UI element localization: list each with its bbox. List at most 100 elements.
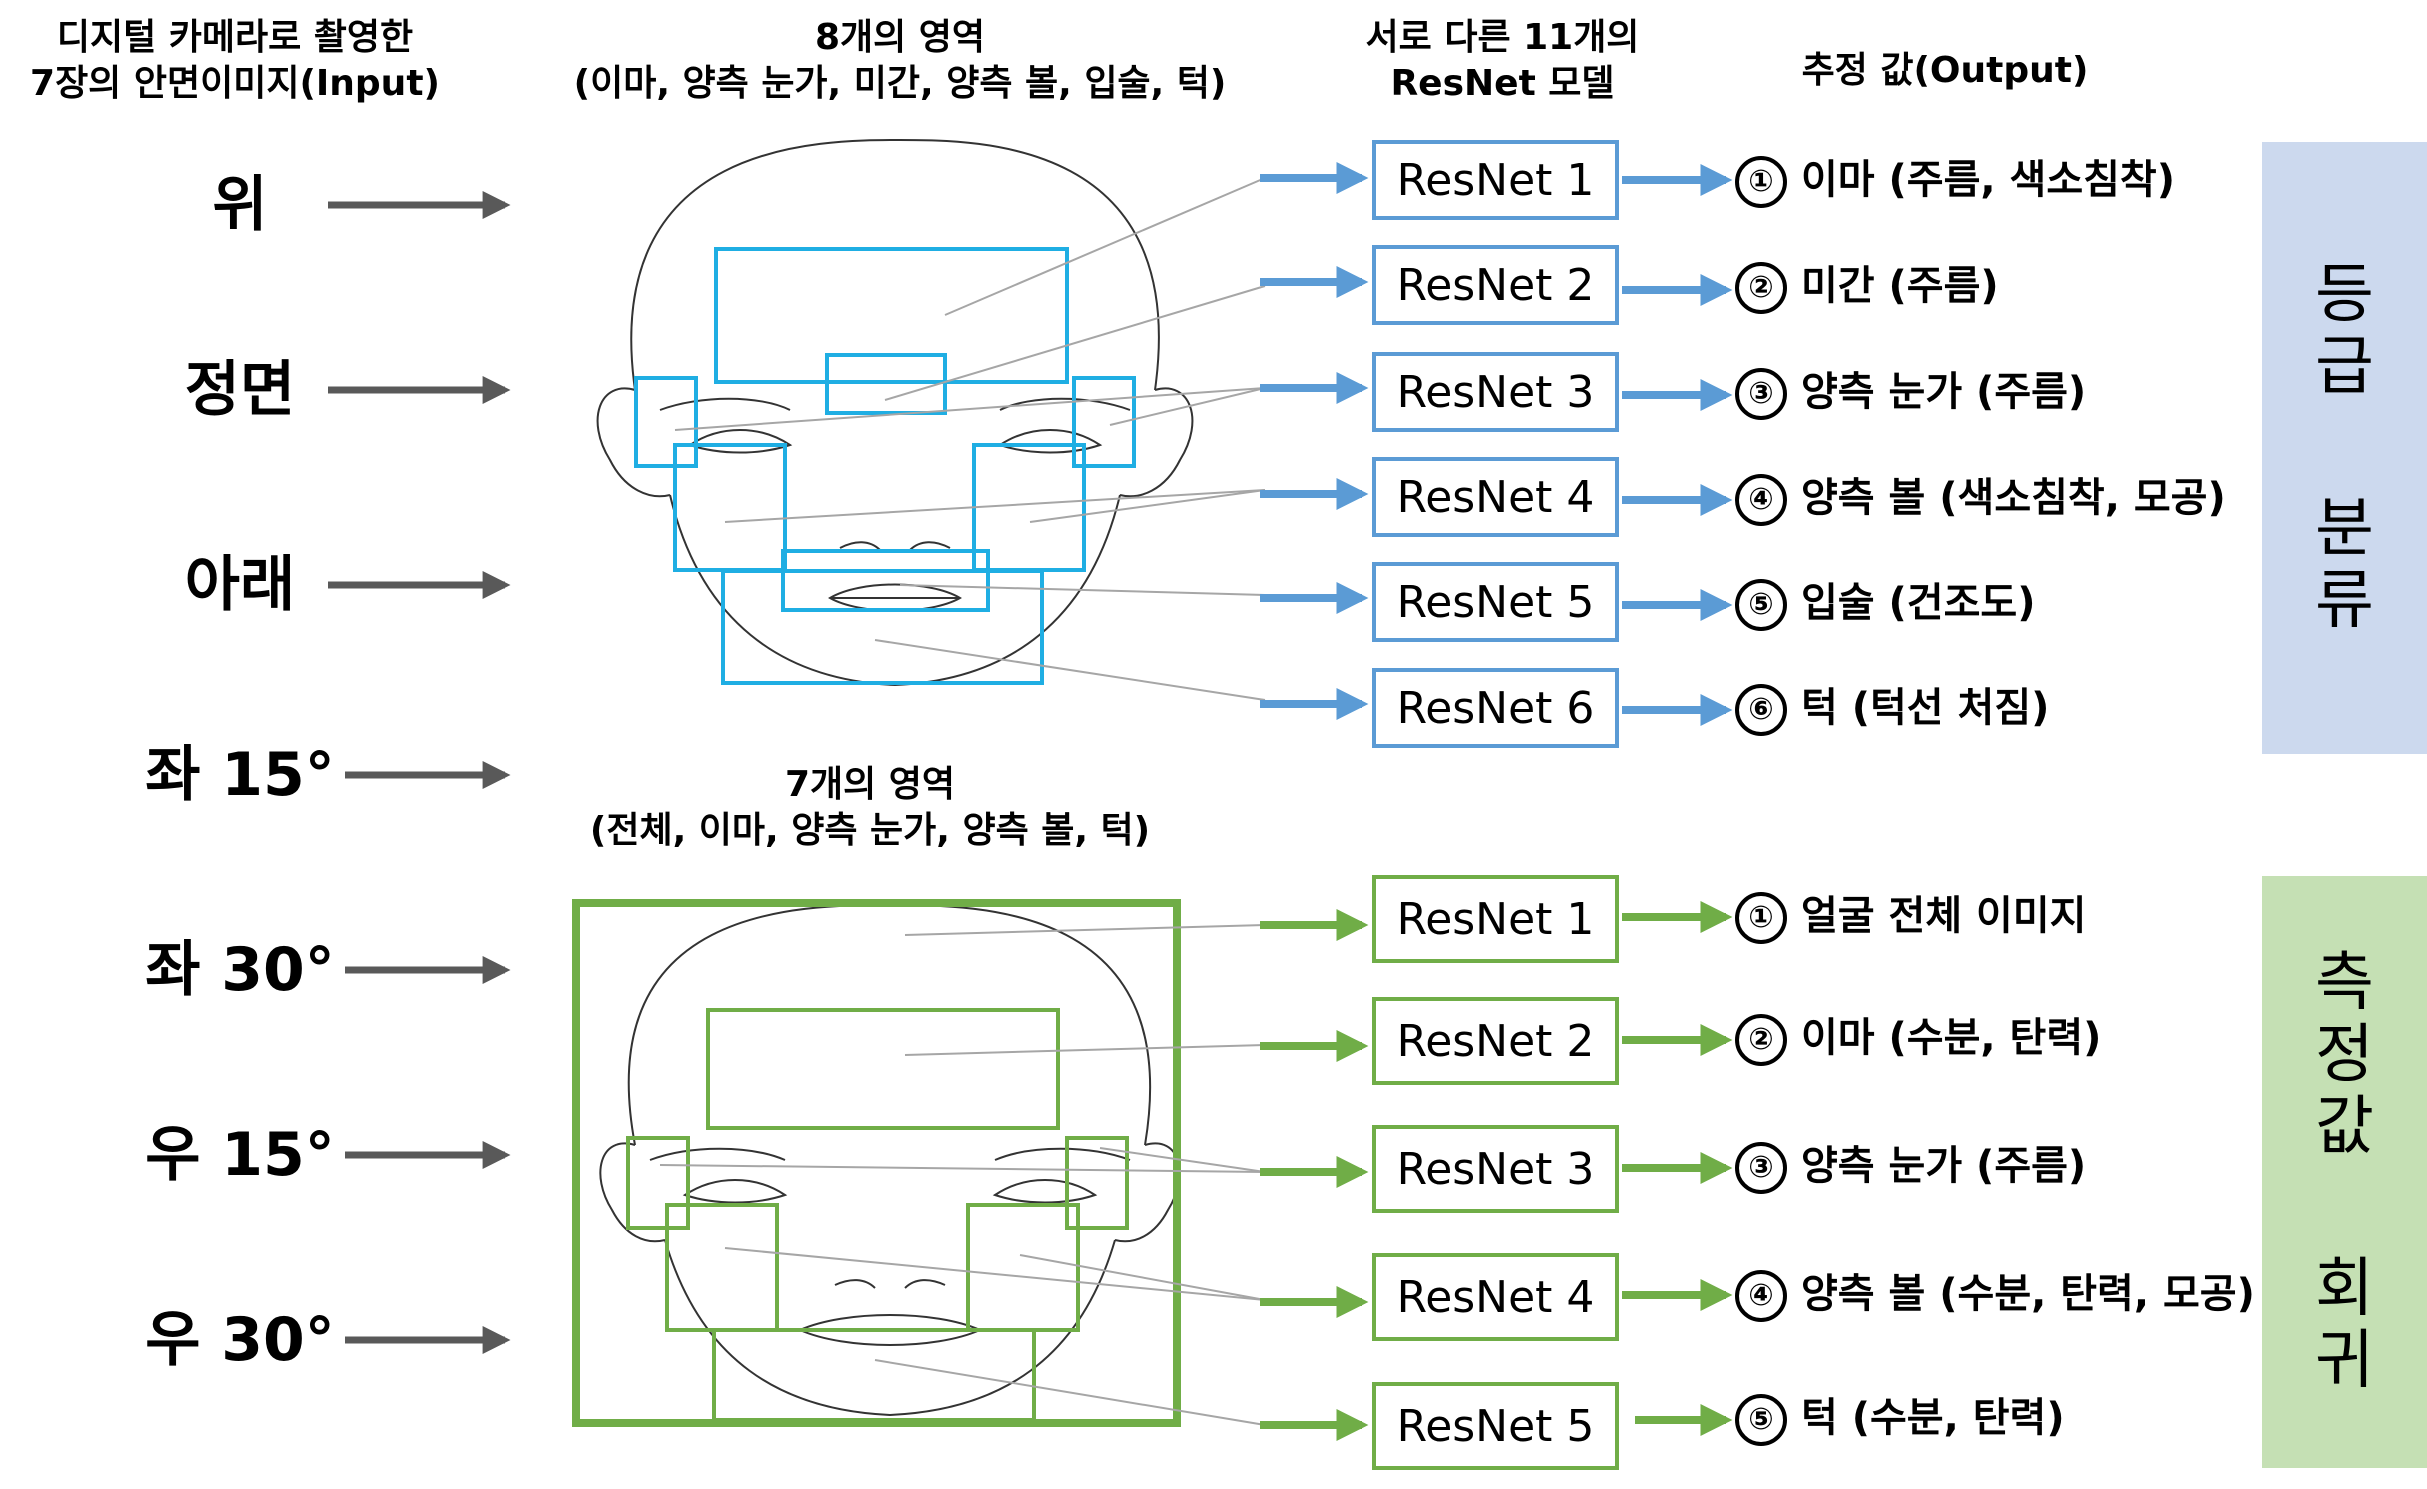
cls-output-3: ③ 양측 눈가 (주름) — [1735, 364, 2086, 420]
cls-model-3: ResNet 3 — [1372, 352, 1619, 432]
reg-side-char-4: 회 — [2315, 1252, 2374, 1326]
reg-model-1: ResNet 1 — [1372, 875, 1619, 963]
reg-output-2-num: ② — [1735, 1014, 1787, 1066]
cls-output-2-num: ② — [1735, 262, 1787, 314]
region-right-cheek-2 — [966, 1203, 1080, 1332]
models-header: 서로 다른 11개의 ResNet 모델 — [1330, 15, 1675, 107]
cls-output-6-text: 턱 (턱선 처짐) — [1801, 685, 2050, 731]
cls-side-char-3: 분 — [2315, 492, 2374, 566]
region-glabella — [825, 353, 947, 415]
regression-panel — [2262, 876, 2427, 1468]
reg-model-4: ResNet 4 — [1372, 1253, 1619, 1341]
region-whole-face — [572, 899, 1181, 1427]
regions7-title: 7개의 영역 (전체, 이마, 양측 눈가, 양측 볼, 턱) — [545, 762, 1195, 854]
regression-side-label: 측 정 값 회 귀 — [2262, 876, 2427, 1468]
input-label-right30: 우 30° — [145, 1305, 335, 1375]
classification-panel — [2262, 142, 2427, 754]
green-arrows-in — [1260, 909, 1369, 1441]
reg-output-5-num: ⑤ — [1735, 1394, 1787, 1446]
output-header: 추정 값(Output) — [1760, 48, 2130, 94]
cls-output-2: ② 미간 (주름) — [1735, 258, 1999, 314]
reg-output-1: ① 얼굴 전체 이미지 — [1735, 888, 2086, 944]
cls-output-4-text: 양측 볼 (색소침착, 모공) — [1801, 475, 2226, 521]
regions8-header: 8개의 영역 (이마, 양측 눈가, 미간, 양측 볼, 입술, 턱) — [545, 15, 1255, 107]
region-chin-2 — [712, 1328, 1036, 1422]
cls-side-char-1: 등 — [2315, 258, 2374, 332]
green-arrows-out — [1622, 901, 1733, 1436]
connectors-top — [674, 177, 1266, 701]
cls-side-char-4: 류 — [2315, 564, 2374, 638]
region-lips — [781, 549, 990, 612]
cls-model-2: ResNet 2 — [1372, 245, 1619, 325]
input-arrows — [328, 191, 511, 1354]
cls-output-3-num: ③ — [1735, 368, 1787, 420]
cls-output-2-text: 미간 (주름) — [1801, 263, 1999, 309]
input-label-down: 아래 — [184, 550, 296, 620]
region-forehead-2 — [706, 1008, 1060, 1130]
cls-output-3-text: 양측 눈가 (주름) — [1801, 369, 2087, 415]
reg-output-4-num: ④ — [1735, 1270, 1787, 1322]
reg-model-3: ResNet 3 — [1372, 1125, 1619, 1213]
cls-output-4-num: ④ — [1735, 474, 1787, 526]
cls-output-1-num: ① — [1735, 156, 1787, 208]
cls-output-5-text: 입술 (건조도) — [1801, 580, 2036, 626]
regions8-header-line1: 8개의 영역 — [814, 17, 986, 58]
region-right-eye-2 — [1065, 1136, 1129, 1230]
cls-model-4: ResNet 4 — [1372, 457, 1619, 537]
reg-output-4-text: 양측 볼 (수분, 탄력, 모공) — [1801, 1271, 2255, 1317]
reg-side-char-1: 측 — [2315, 946, 2374, 1020]
reg-side-char-3: 값 — [2315, 1090, 2374, 1164]
reg-output-2-text: 이마 (수분, 탄력) — [1801, 1015, 2102, 1061]
cls-output-6-num: ⑥ — [1735, 684, 1787, 736]
region-left-cheek-2 — [665, 1203, 779, 1332]
reg-model-5: ResNet 5 — [1372, 1382, 1619, 1470]
cls-output-1-text: 이마 (주름, 색소침착) — [1801, 157, 2176, 203]
cls-output-4: ④ 양측 볼 (색소침착, 모공) — [1735, 470, 2226, 526]
cls-side-char-2: 급 — [2315, 330, 2374, 404]
reg-model-2: ResNet 2 — [1372, 997, 1619, 1085]
connectors-bottom — [659, 924, 1266, 1426]
cls-model-6: ResNet 6 — [1372, 668, 1619, 748]
region-right-eye — [1072, 376, 1136, 468]
reg-output-3-text: 양측 눈가 (주름) — [1801, 1143, 2087, 1189]
reg-side-char-5: 귀 — [2315, 1324, 2374, 1398]
face-regions-bottom — [572, 899, 1181, 1427]
input-header-line2: 7장의 안면이미지(Input) — [30, 63, 440, 104]
cls-model-1: ResNet 1 — [1372, 140, 1619, 220]
models-header-line2: ResNet 모델 — [1390, 63, 1615, 104]
input-label-left30: 좌 30° — [145, 935, 335, 1005]
input-label-up: 위 — [212, 170, 268, 240]
cls-output-5: ⑤ 입술 (건조도) — [1735, 575, 2036, 631]
reg-output-3-num: ③ — [1735, 1142, 1787, 1194]
regions8-header-line2: (이마, 양측 눈가, 미간, 양측 볼, 입술, 턱) — [573, 63, 1227, 104]
region-right-cheek — [972, 443, 1086, 572]
reg-output-1-num: ① — [1735, 892, 1787, 944]
region-left-eye-2 — [626, 1136, 690, 1230]
region-forehead — [714, 247, 1069, 384]
regions7-title-line2: (전체, 이마, 양측 눈가, 양측 볼, 턱) — [589, 810, 1151, 851]
input-label-right15: 우 15° — [145, 1120, 335, 1190]
region-left-eye — [634, 376, 698, 468]
cls-model-5: ResNet 5 — [1372, 562, 1619, 642]
models-header-line1: 서로 다른 11개의 — [1365, 17, 1640, 58]
reg-output-3: ③ 양측 눈가 (주름) — [1735, 1138, 2086, 1194]
cls-output-5-num: ⑤ — [1735, 579, 1787, 631]
input-label-left15: 좌 15° — [145, 740, 335, 810]
input-label-front: 정면 — [184, 355, 296, 425]
reg-output-4: ④ 양측 볼 (수분, 탄력, 모공) — [1735, 1266, 2255, 1322]
cls-output-1: ① 이마 (주름, 색소침착) — [1735, 152, 2175, 208]
cls-output-6: ⑥ 턱 (턱선 처짐) — [1735, 680, 2049, 736]
classification-side-label: 등 급 분 류 — [2262, 142, 2427, 754]
region-chin — [721, 569, 1044, 685]
reg-side-char-2: 정 — [2315, 1018, 2374, 1092]
blue-arrows-in — [1260, 162, 1369, 720]
face-regions-top — [634, 247, 1136, 685]
output-header-line1: 추정 값(Output) — [1801, 50, 2089, 91]
region-left-cheek — [673, 443, 787, 572]
input-header: 디지털 카메라로 촬영한 7장의 안면이미지(Input) — [20, 15, 450, 107]
blue-arrows-out — [1622, 164, 1733, 726]
reg-output-1-text: 얼굴 전체 이미지 — [1801, 893, 2087, 939]
regions7-title-line1: 7개의 영역 — [784, 764, 956, 805]
